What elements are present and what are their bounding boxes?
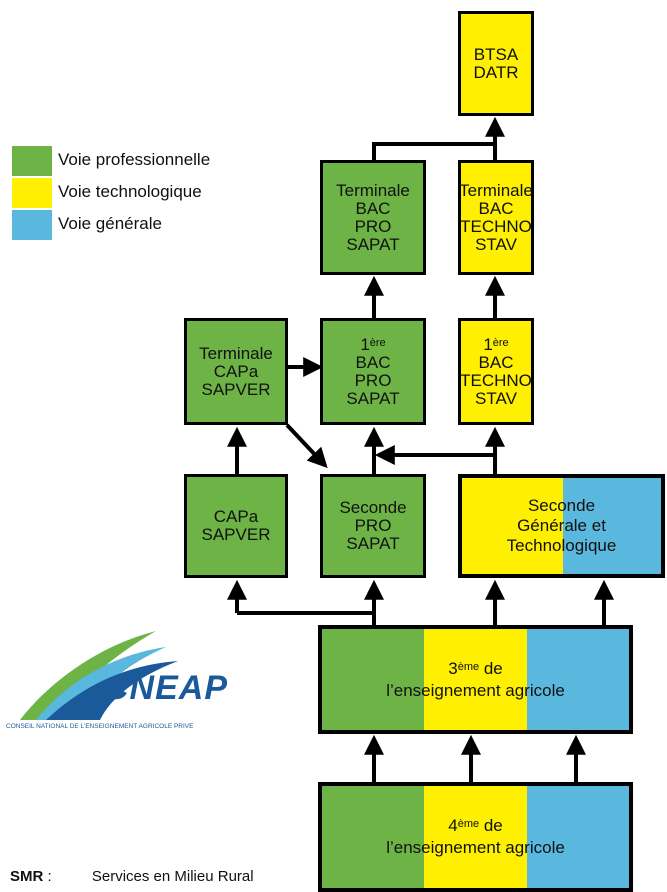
legend-label-generale: Voie générale: [58, 214, 162, 233]
quatrieme-colors: [322, 786, 629, 888]
arrow-to-btsa: [372, 142, 495, 160]
premiere-bac-techno-title: 1ère: [483, 334, 509, 354]
box-terminale-bac-pro: Terminale BAC PRO SAPAT: [320, 160, 426, 275]
footnote-separator: :: [43, 868, 52, 885]
box-quatrieme: 4ème de l’enseignement agricole: [318, 782, 633, 892]
box-terminale-capa: Terminale CAPa SAPVER: [184, 318, 288, 425]
arrow-3eme-branch: [237, 611, 376, 625]
arrow-termcapa-to-seconde: [285, 423, 328, 469]
seconde-gt-colors: [462, 478, 661, 574]
troisieme-colors: [322, 629, 629, 730]
legend-swatch-pro: [12, 146, 52, 176]
legend-label-techno: Voie technologique: [58, 182, 202, 201]
legend-swatch-generale: [12, 210, 52, 240]
box-capa: CAPa SAPVER: [184, 474, 288, 578]
box-troisieme: 3ème de l’enseignement agricole: [318, 625, 633, 734]
box-terminale-bac-techno: Terminale BAC TECHNO STAV: [458, 160, 534, 275]
cneap-logo-subtitle: CONSEIL NATIONAL DE L’ENSEIGNEMENT AGRIC…: [6, 723, 194, 730]
seconde-gt-label: Seconde Générale et Technologique: [506, 496, 617, 555]
footnote-text: Services en Milieu Rural: [91, 868, 254, 885]
footnote: SMR : Services en Milieu Rural: [10, 868, 254, 885]
premiere-bac-pro-title: 1ère: [360, 334, 386, 354]
box-seconde-pro: Seconde PRO SAPAT: [320, 474, 426, 578]
troisieme-label: 3ème de l’enseignement agricole: [386, 658, 565, 700]
box-premiere-bac-techno: 1ère BAC TECHNO STAV: [458, 318, 534, 425]
cneap-logo: CNEAP CONSEIL NATIONAL DE L’ENSEIGNEMENT…: [6, 625, 254, 745]
cneap-logo-name: CNEAP: [104, 669, 229, 707]
quatrieme-label: 4ème de l’enseignement agricole: [386, 816, 565, 857]
legend-label-pro: Voie professionnelle: [58, 150, 211, 169]
premiere-bac-techno-label: BAC TECHNO STAV: [460, 352, 532, 408]
legend-swatch-techno: [12, 178, 52, 208]
cneap-logo-swoosh: [20, 631, 178, 720]
box-btsa: BTSA DATR: [458, 11, 534, 116]
premiere-bac-pro-label: BAC PRO SAPAT: [346, 352, 400, 408]
box-seconde-gt: Seconde Générale et Technologique: [458, 474, 665, 578]
footnote-abbr: SMR: [10, 868, 44, 885]
box-premiere-bac-pro: 1ère BAC PRO SAPAT: [320, 318, 426, 425]
